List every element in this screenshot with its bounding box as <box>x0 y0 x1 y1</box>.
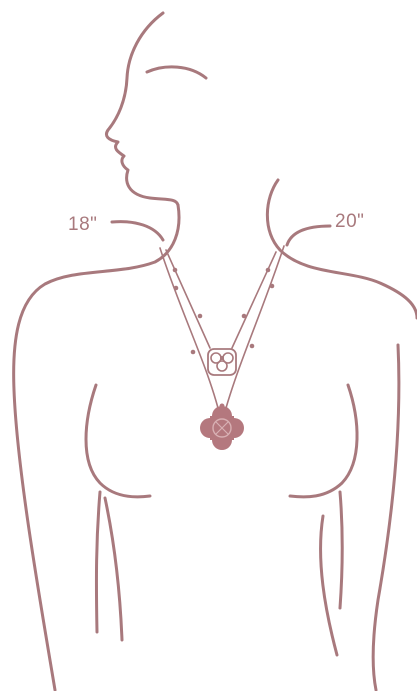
chain-station-bead <box>174 286 179 291</box>
chain-station-bead <box>173 268 178 273</box>
long-necklace-left-chain <box>160 248 218 408</box>
right-arm-inner-line <box>321 516 337 655</box>
head-profile-line <box>106 13 178 205</box>
left-torso-line <box>96 492 100 632</box>
length-20-label: 20" <box>335 211 364 232</box>
short-necklace-left-chain <box>166 250 210 348</box>
eyebrow-line <box>147 67 206 78</box>
quatrefoil-pendant <box>200 404 244 451</box>
chain-station-bead <box>270 284 275 289</box>
left-arm-inner-line <box>105 498 122 640</box>
left-breast-curve <box>86 385 150 497</box>
chain-station-bead <box>198 314 203 319</box>
right-arm-line <box>373 345 399 690</box>
right-torso-line <box>340 492 342 608</box>
long-necklace-right-chain <box>226 246 284 408</box>
right-breast-curve <box>290 385 357 497</box>
right-neck-shoulder-line <box>267 180 417 318</box>
square-filigree-pendant <box>208 349 236 375</box>
chain-station-bead <box>266 268 271 273</box>
short-necklace-right-chain <box>232 252 276 348</box>
length-20-indicator <box>287 226 330 245</box>
chain-station-bead <box>242 314 247 319</box>
length-18-indicator <box>112 222 163 240</box>
length-18-label: 18" <box>68 214 97 235</box>
chain-station-bead <box>250 344 255 349</box>
chain-station-bead <box>191 350 196 355</box>
